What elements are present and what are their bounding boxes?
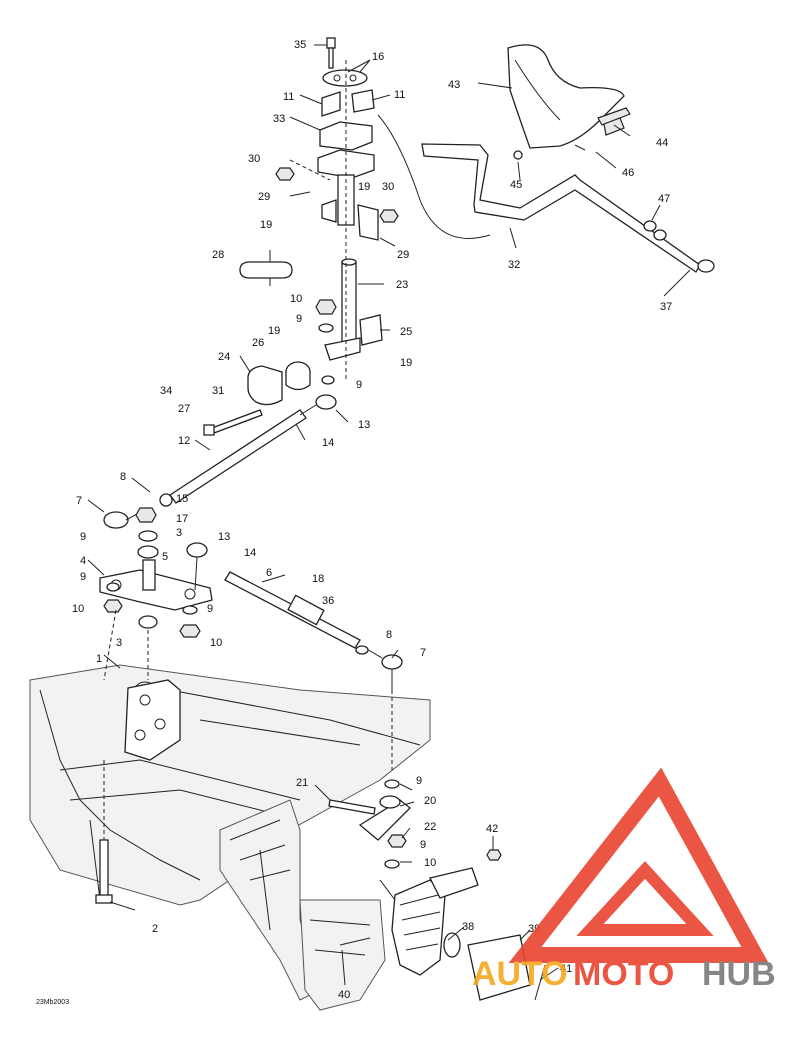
callout-33: 33 <box>273 113 285 125</box>
pitman-arm-assembly <box>99 507 213 681</box>
callout-13a: 13 <box>358 419 370 431</box>
callout-46: 46 <box>622 167 634 179</box>
clamps-24-26 <box>247 361 311 406</box>
callout-9f: 9 <box>416 775 422 787</box>
callout-45: 45 <box>510 179 522 191</box>
small-parts <box>339 849 502 986</box>
callout-8a: 8 <box>120 471 126 483</box>
callout-30b: 30 <box>382 181 394 193</box>
callout-29b: 29 <box>397 249 409 261</box>
callout-36: 36 <box>322 595 334 607</box>
callout-44: 44 <box>656 137 668 149</box>
tie-rod-12 <box>159 394 337 507</box>
u-bolt-28 <box>239 250 293 286</box>
callout-labels: 35 16 11 11 33 30 29 19 19 30 29 28 23 1… <box>36 39 672 1006</box>
callout-19b: 19 <box>358 181 370 193</box>
callout-9b: 9 <box>356 379 362 391</box>
callout-5: 5 <box>162 551 168 563</box>
callout-10a: 10 <box>290 293 302 305</box>
callout-38: 38 <box>462 921 474 933</box>
callout-3b: 3 <box>116 637 122 649</box>
callout-4: 4 <box>80 555 86 567</box>
callout-9d: 9 <box>80 571 86 583</box>
handlebar-pad-43 <box>507 44 631 160</box>
spindle-boot-38 <box>379 867 546 1001</box>
callout-14a: 14 <box>322 437 334 449</box>
callout-13b: 13 <box>218 531 230 543</box>
callout-19a: 19 <box>260 219 272 231</box>
watermark-text-moto: MOTO <box>573 955 674 993</box>
callout-9e: 9 <box>207 603 213 615</box>
callout-21: 21 <box>296 777 308 789</box>
callout-9a: 9 <box>296 313 302 325</box>
callout-30a: 30 <box>248 153 260 165</box>
callout-28: 28 <box>212 249 224 261</box>
callout-34: 34 <box>160 385 172 397</box>
leader-lines <box>87 44 691 981</box>
callout-10c: 10 <box>210 637 222 649</box>
callout-19d: 19 <box>400 357 412 369</box>
callout-18: 18 <box>312 573 324 585</box>
callout-43: 43 <box>448 79 460 91</box>
watermark-triangle-outer <box>508 767 769 963</box>
callout-10b: 10 <box>72 603 84 615</box>
callout-11a: 11 <box>283 91 294 103</box>
handlebar-32 <box>377 114 715 273</box>
callout-3a: 3 <box>176 527 182 539</box>
steering-post-assembly <box>275 37 399 385</box>
callout-25: 25 <box>400 326 412 338</box>
callout-2: 2 <box>152 923 158 935</box>
callout-9c: 9 <box>80 531 86 543</box>
callout-35: 35 <box>294 39 306 51</box>
callout-1: 1 <box>96 653 102 665</box>
callout-12: 12 <box>178 435 190 447</box>
bolt-35-head <box>326 37 336 49</box>
callout-10d: 10 <box>424 857 436 869</box>
callout-42: 42 <box>486 823 498 835</box>
chassis-frame <box>29 664 431 1011</box>
callout-14b: 14 <box>244 547 256 559</box>
callout-7a: 7 <box>76 495 82 507</box>
tie-rod-6 <box>224 571 403 770</box>
callout-6: 6 <box>266 567 272 579</box>
steering-arm-20 <box>328 779 411 869</box>
steering-box-1 <box>95 679 181 904</box>
callout-11b: 11 <box>394 89 405 101</box>
watermark-text-hub: HUB <box>702 955 776 993</box>
callout-9g: 9 <box>420 839 426 851</box>
callout-41: 41 <box>560 963 572 975</box>
callout-29a: 29 <box>258 191 270 203</box>
callout-32: 32 <box>508 259 520 271</box>
callout-23: 23 <box>396 279 408 291</box>
callout-47: 47 <box>658 193 670 205</box>
callout-7b: 7 <box>420 647 426 659</box>
callout-19c: 19 <box>268 325 280 337</box>
callout-16: 16 <box>372 51 384 63</box>
callout-40: 40 <box>338 989 350 1001</box>
automotohub-watermark: AUTO MOTO HUB <box>472 767 776 993</box>
callout-8b: 8 <box>386 629 392 641</box>
watermark-triangle-inner <box>576 861 714 936</box>
figure-code: 23Mb2003 <box>36 999 69 1006</box>
callout-22: 22 <box>424 821 436 833</box>
callout-20: 20 <box>424 795 436 807</box>
callout-26: 26 <box>252 337 264 349</box>
watermark-text-auto: AUTO <box>472 955 568 993</box>
callout-24: 24 <box>218 351 230 363</box>
callout-17: 17 <box>176 513 188 525</box>
callout-27: 27 <box>178 403 190 415</box>
callout-15: 15 <box>176 493 188 505</box>
callout-37: 37 <box>660 301 672 313</box>
callout-31: 31 <box>212 385 224 397</box>
